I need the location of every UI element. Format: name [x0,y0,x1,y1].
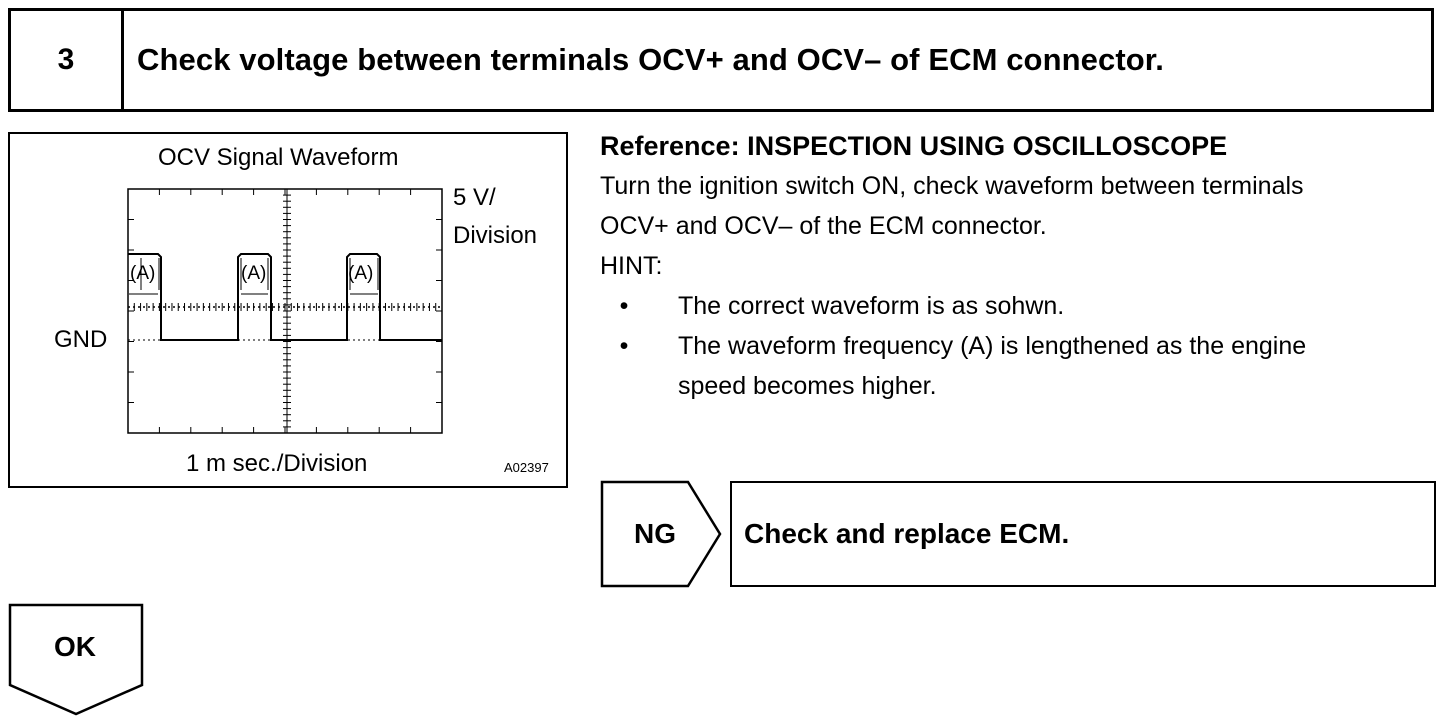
time-scale-label: 1 m sec./Division [186,450,368,477]
ng-action-box: Check and replace ECM. [730,481,1436,587]
hint-bullet-item: • The correct waveform is as sohwn. [600,286,1450,326]
hint-bullet-item: • The waveform frequency (A) is lengthen… [600,326,1450,406]
ng-action-text: Check and replace ECM. [744,518,1070,549]
reference-section: Reference: INSPECTION USING OSCILLOSCOPE… [600,126,1450,406]
bullet-icon: • [619,332,629,360]
grid-ticks [127,188,443,434]
bullet-text: The correct waveform is as sohwn. [678,292,1065,320]
pulse-label-a: (A) [241,263,267,284]
period-markers [129,258,379,295]
reference-heading: Reference: INSPECTION USING OSCILLOSCOPE [600,131,1228,161]
ok-arrow-tag [8,603,144,716]
signal-waveform [128,253,442,341]
figure-code: A02397 [504,460,549,475]
waveform-figure: OCV Signal Waveform 5 V/ Division GND 1 … [8,132,568,488]
step-header: 3 Check voltage between terminals OCV+ a… [8,8,1434,112]
bullet-icon: • [619,292,629,320]
voltage-scale-line2: Division [453,222,538,249]
step-title: Check voltage between terminals OCV+ and… [137,42,1164,77]
pulse-label-a: (A) [348,263,374,284]
bullet-text: speed becomes higher. [678,372,937,400]
pulse-label-a: (A) [130,263,156,284]
ng-label: NG [634,518,676,549]
step-number: 3 [11,11,124,109]
hint-label: HINT: [600,252,663,280]
voltage-scale-line1: 5 V/ [453,184,496,211]
figure-title: OCV Signal Waveform [158,144,399,171]
reference-body-line: OCV+ and OCV– of the ECM connector. [600,212,1047,240]
ng-arrow-tag [600,480,722,588]
ok-label: OK [54,631,96,662]
reference-body-line: Turn the ignition switch ON, check wavef… [600,172,1304,200]
gnd-label: GND [54,326,108,353]
bullet-text: The waveform frequency (A) is lengthened… [678,332,1307,360]
oscilloscope-diagram [127,188,443,434]
